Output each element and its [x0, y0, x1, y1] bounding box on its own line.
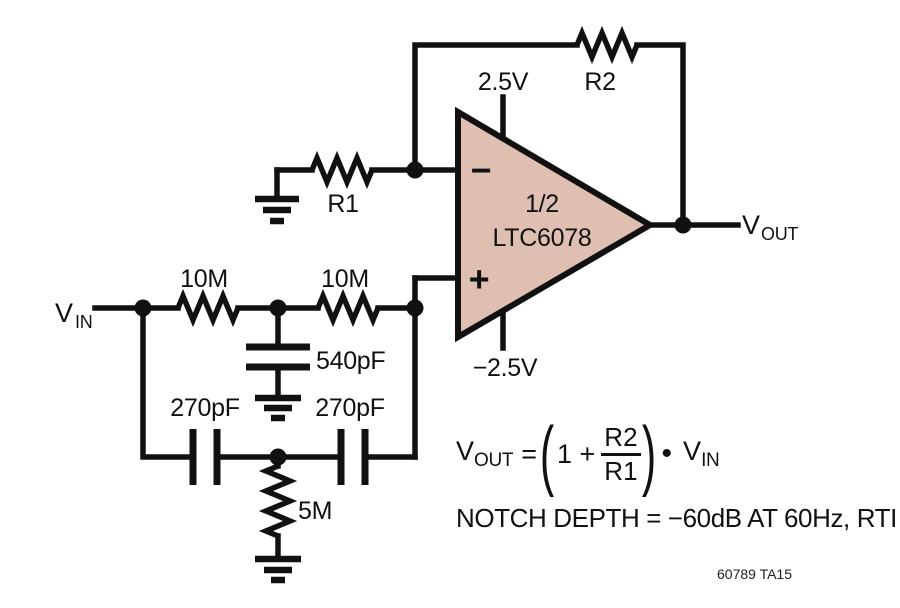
- formula-one-plus: 1 +: [557, 438, 596, 469]
- ground-5m: [255, 555, 301, 584]
- formula-multiply-dot: •: [661, 437, 673, 470]
- formula-rhs: VIN: [683, 436, 720, 471]
- label-r1: R1: [327, 190, 358, 218]
- label-5m: 5M: [298, 497, 332, 525]
- formula-right-paren: ): [641, 410, 656, 498]
- noninverting-input-symbol: +: [469, 259, 490, 300]
- notch-depth-note: NOTCH DEPTH = −60dB AT 60Hz, RTI: [456, 503, 897, 533]
- formula-equals: =: [521, 438, 538, 469]
- resistor-r1: [309, 150, 375, 190]
- wire-vin-branch: [140, 305, 192, 460]
- junction-vin: [134, 299, 152, 317]
- junction-noninverting: [406, 299, 424, 317]
- label-opamp-part: LTC6078: [493, 224, 592, 252]
- formula-numerator: R2: [601, 423, 641, 456]
- junction-twin-t: [269, 448, 287, 466]
- label-opamp-half: 1/2: [525, 190, 559, 218]
- label-r2: R2: [584, 68, 615, 96]
- label-270pf-right: 270pF: [315, 394, 384, 422]
- formula-fraction: R2 R1: [601, 423, 641, 486]
- formula-left-paren: (: [539, 410, 555, 498]
- doc-number: 60789 TA15: [717, 566, 792, 582]
- label-540pf: 540pF: [316, 347, 385, 375]
- wire-feedback-right: [634, 42, 686, 228]
- junction-output: [674, 216, 692, 234]
- ground-540pf: [255, 394, 301, 422]
- junction-inverting: [406, 161, 424, 179]
- label-positive-supply: 2.5V: [478, 68, 529, 96]
- label-270pf-left: 270pF: [170, 394, 239, 422]
- ground-r1: [255, 195, 299, 225]
- ground-symbols: [255, 195, 301, 584]
- inverting-input-symbol: −: [471, 150, 492, 191]
- label-10m-first: 10M: [180, 265, 228, 293]
- wire-feedback-left: [412, 42, 580, 173]
- gain-formula: VOUT = ( 1 + R2 R1 ) • VIN: [452, 413, 723, 495]
- resistors: [175, 25, 640, 539]
- label-negative-supply: −2.5V: [473, 354, 538, 382]
- vin-label: V: [55, 298, 73, 328]
- capacitors: [189, 343, 369, 485]
- formula-lhs: VOUT: [456, 436, 514, 471]
- vout-label: V: [742, 210, 760, 240]
- vin-label-subscript: IN: [75, 312, 92, 332]
- resistor-r2: [574, 25, 640, 65]
- resistor-10m-second: [315, 288, 381, 328]
- resistor-5m: [258, 463, 298, 539]
- junction-mid-10m: [269, 299, 287, 317]
- vout-label-subscript: OUT: [761, 224, 798, 244]
- resistor-10m-first: [175, 288, 241, 328]
- label-10m-second: 10M: [321, 265, 369, 293]
- opamp-body: [455, 106, 656, 343]
- junction-dots: [134, 161, 692, 466]
- formula-denominator: R1: [604, 455, 638, 486]
